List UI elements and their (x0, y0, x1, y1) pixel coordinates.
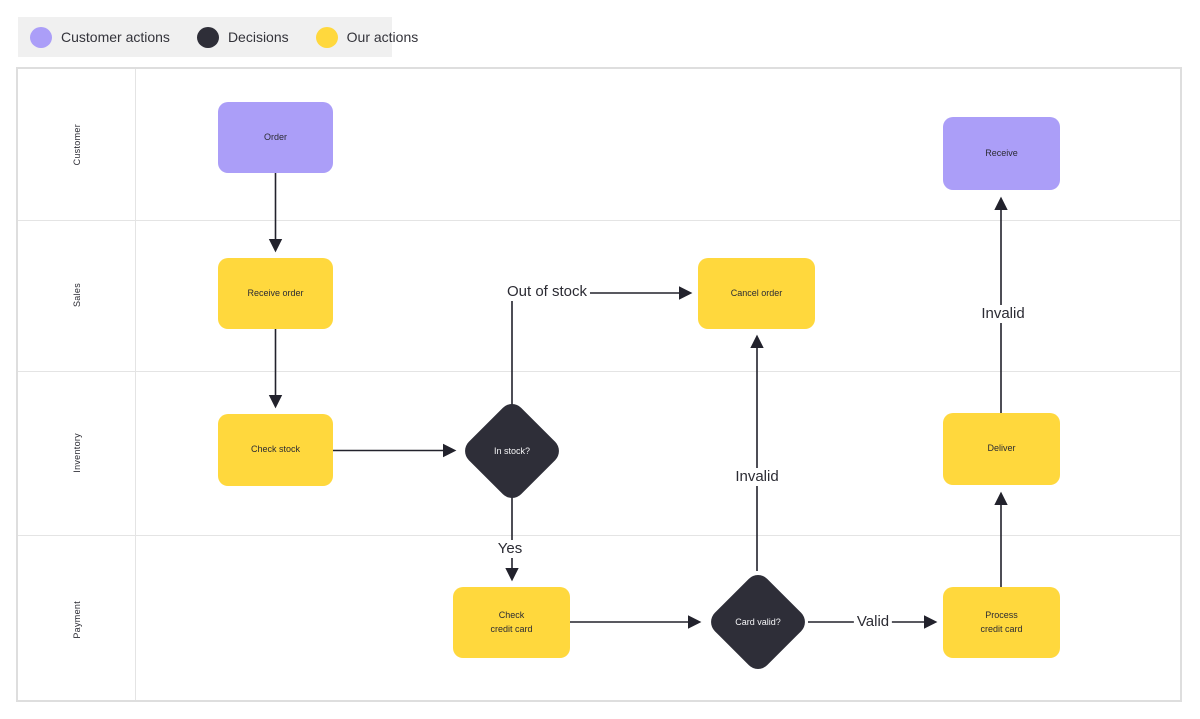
node-receive[interactable]: Receive (943, 117, 1060, 190)
lane-label: Payment (71, 600, 82, 639)
lane-label: Customer (71, 123, 82, 166)
lane-divider (18, 535, 1180, 536)
node-label: Receive (985, 147, 1018, 158)
node-label: Receive order (247, 287, 304, 298)
lane-divider (18, 220, 1180, 221)
node-label: Order (263, 131, 287, 142)
our-actions-color-dot (315, 26, 338, 48)
node-label: Deliver (987, 443, 1016, 454)
lane-header-divider (135, 69, 136, 700)
node-label: Process credit card (980, 610, 1023, 634)
node-label: In stock? (493, 446, 531, 456)
node-receive-order[interactable]: Receive order (218, 258, 333, 329)
legend-item-customer-actions: Customer actions (30, 26, 170, 48)
customer-actions-color-dot (30, 26, 52, 48)
node-cancel-order[interactable]: Cancel order (698, 258, 815, 329)
edge-label-out-of-stock[interactable]: Out of stock (503, 283, 591, 301)
lane-label: Sales (71, 283, 82, 308)
legend-item-label: Decisions (227, 29, 289, 45)
legend: Customer actions Decisions Our actions (18, 17, 418, 57)
node-label: Check credit card (490, 610, 533, 634)
legend-item-decisions: Decisions (196, 26, 289, 48)
legend-item-our-actions: Our actions (315, 26, 419, 48)
lane-header-sales: Sales (18, 220, 135, 371)
node-check-credit-card[interactable]: Check credit card (453, 587, 570, 658)
node-label: Card valid? (735, 617, 781, 627)
lane-header-payment: Payment (18, 535, 135, 704)
lane-label: Inventory (71, 433, 82, 473)
edge-label-valid[interactable]: Valid (853, 613, 893, 631)
node-process-credit-card[interactable]: Process credit card (943, 587, 1060, 658)
edge-label-invalid-to-cancel[interactable]: Invalid (732, 468, 782, 486)
node-in-stock-decision[interactable]: In stock? (459, 398, 565, 504)
legend-item-label: Our actions (346, 29, 419, 45)
node-deliver[interactable]: Deliver (943, 413, 1060, 485)
edge-label-invalid-to-receive[interactable]: Invalid (978, 305, 1028, 323)
lane-divider (18, 371, 1180, 372)
node-check-stock[interactable]: Check stock (218, 414, 333, 486)
node-label: Cancel order (730, 287, 783, 298)
edge-label-yes[interactable]: Yes (494, 540, 526, 558)
lane-header-customer: Customer (18, 69, 135, 220)
lane-header-inventory: Inventory (18, 371, 135, 535)
node-card-valid-decision[interactable]: Card valid? (705, 569, 811, 675)
legend-item-label: Customer actions (61, 29, 170, 45)
node-label: Check stock (250, 444, 301, 455)
node-order[interactable]: Order (218, 102, 333, 173)
decisions-color-dot (196, 26, 219, 48)
